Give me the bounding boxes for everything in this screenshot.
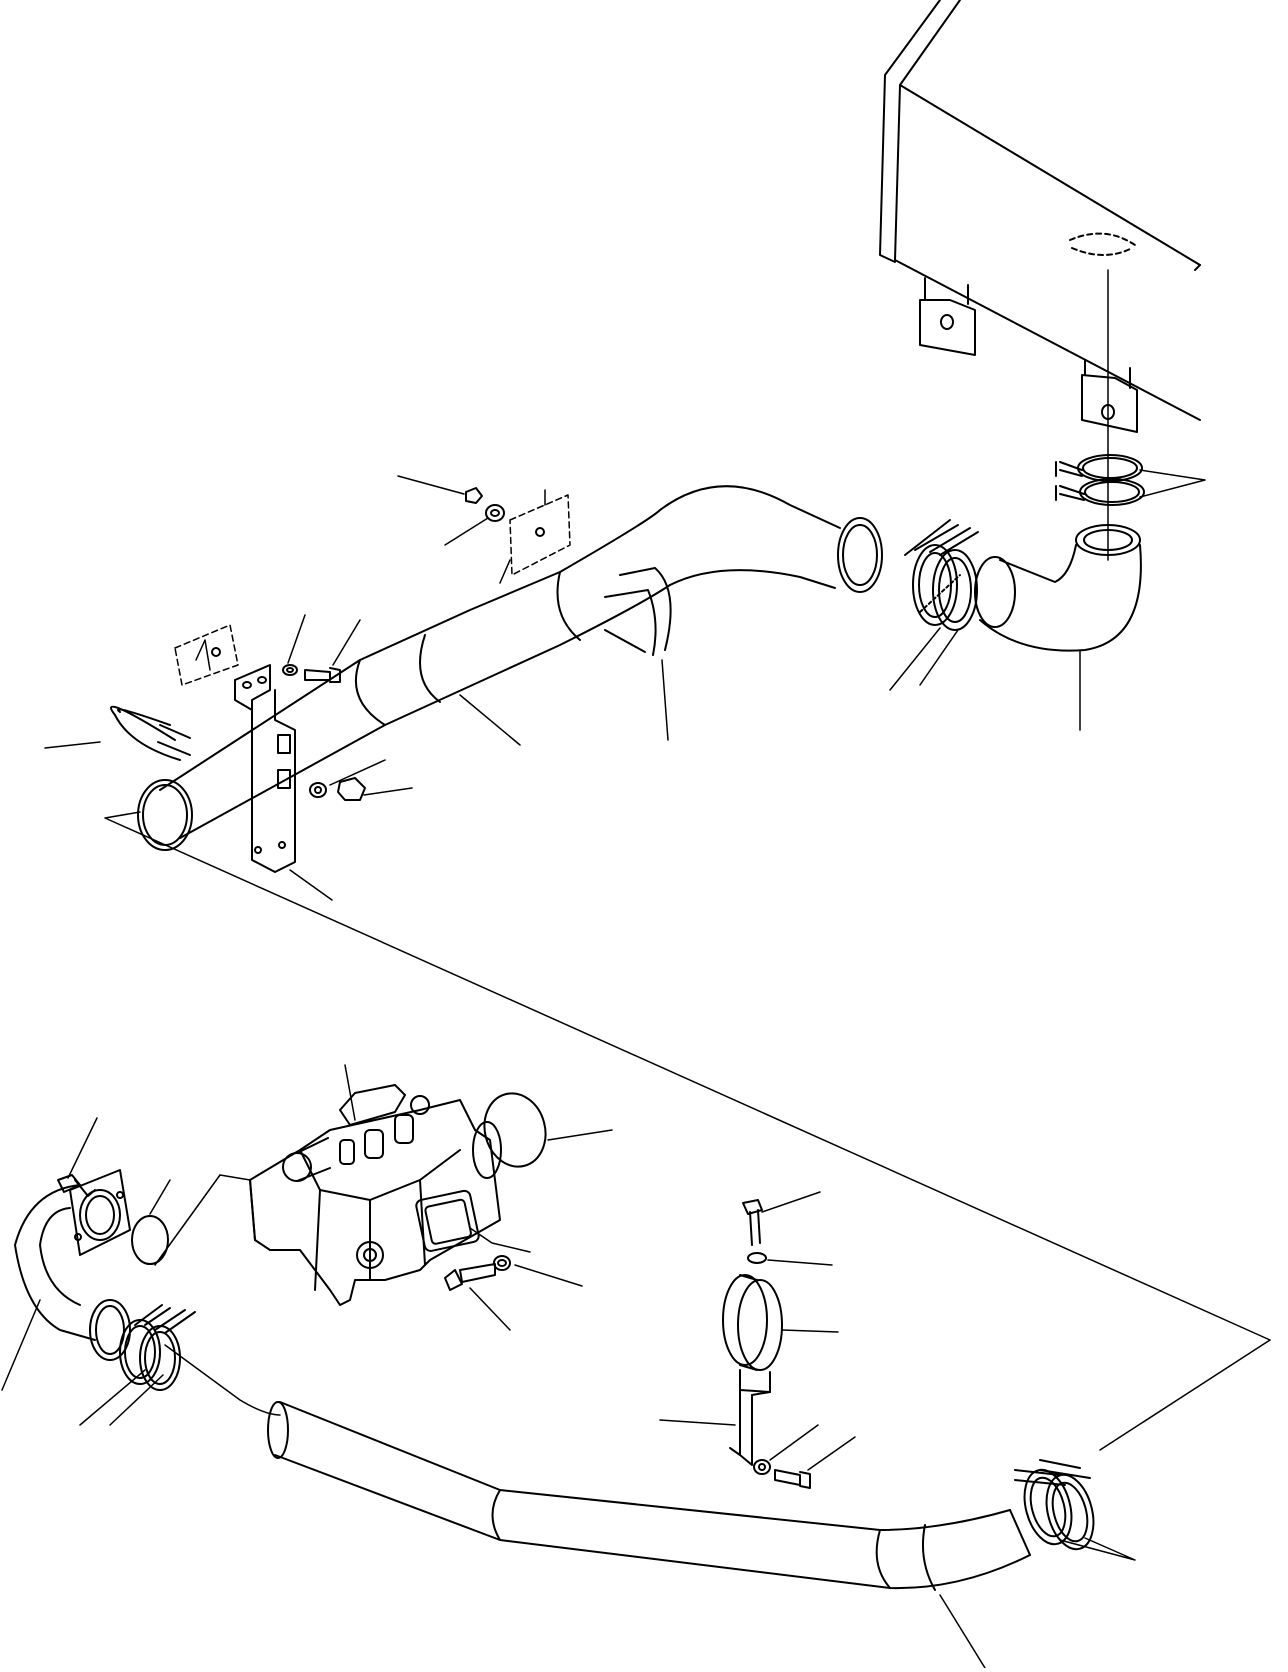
bolt-washer-bracket-upper	[283, 615, 360, 682]
hose-clamps-bottom-right	[1015, 1460, 1135, 1560]
pipe-support-saddle	[723, 1275, 838, 1370]
washer-nut-bracket-lower	[310, 760, 412, 800]
washer-support-top	[748, 1253, 832, 1265]
u-bolt-right	[605, 568, 671, 740]
leader-line-lower-right	[1100, 1340, 1270, 1450]
tank-mount-bracket-right	[1082, 360, 1137, 432]
suction-elbow-flange	[70, 1170, 130, 1255]
o-ring-pump-outlet	[476, 1086, 612, 1173]
bolt-support-top	[743, 1192, 820, 1245]
pipe-support-bracket	[660, 1370, 770, 1465]
hose-elbow-top-right	[975, 525, 1141, 730]
hose-clamps-bottom-left	[80, 1305, 280, 1425]
hydraulic-pump	[155, 1065, 501, 1305]
hose-clamps-top-middle	[890, 520, 978, 690]
o-ring-suction-flange	[132, 1180, 170, 1264]
u-bolt-left	[45, 707, 190, 760]
hose-clamps-top-right	[1056, 455, 1205, 505]
frame-section-right	[500, 490, 570, 583]
hydraulic-tank	[880, 0, 1200, 420]
nut-washer-top	[398, 476, 504, 545]
frame-section-left	[175, 625, 238, 685]
pipe-mounting-bracket	[235, 665, 332, 900]
upper-pipe	[138, 486, 882, 850]
lower-suction-pipe	[268, 1402, 1030, 1668]
suction-elbow-hose	[2, 1185, 130, 1390]
leader-line-upper-to-lower	[105, 812, 1270, 1340]
bolt-washer-pump-flange	[445, 1228, 582, 1330]
tank-mount-bracket-left	[920, 278, 975, 355]
washer-bolt-support-bottom	[754, 1425, 855, 1488]
